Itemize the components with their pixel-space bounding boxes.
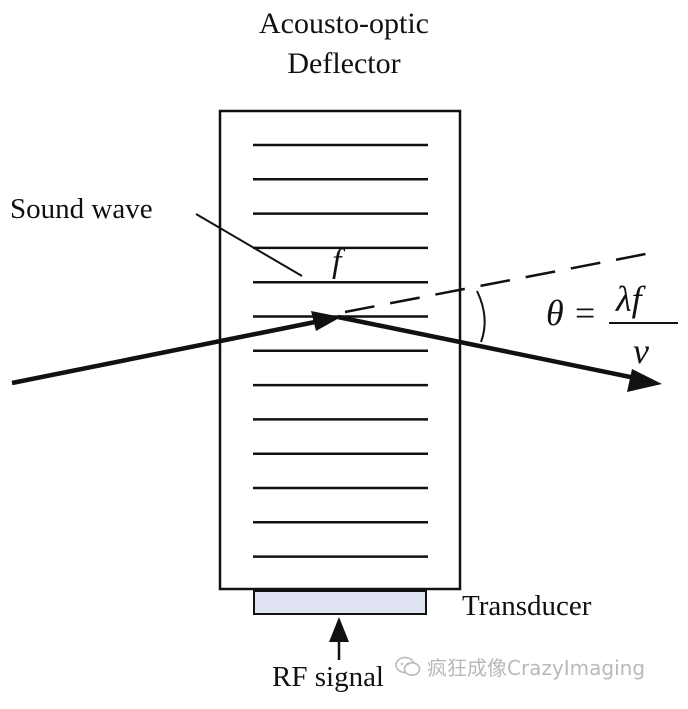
- diagram-title: Acousto-optic Deflector: [0, 4, 688, 84]
- transducer-block: [253, 590, 427, 615]
- equation-lhs: θ =: [546, 293, 597, 333]
- sound-wavefronts: [253, 143, 428, 558]
- watermark: 疯狂成像CrazyImaging: [395, 652, 645, 681]
- title-line-2: Deflector: [287, 47, 401, 80]
- deflected-beam: [337, 314, 646, 383]
- sound-wave-leader: [195, 213, 303, 277]
- incident-beam: [11, 315, 336, 386]
- watermark-text: 疯狂成像CrazyImaging: [427, 656, 646, 680]
- rf-signal-label: RF signal: [272, 661, 384, 693]
- incident-beam-arrowhead: [311, 311, 341, 331]
- deflected-beam-arrowhead: [627, 369, 662, 392]
- transducer-label: Transducer: [462, 590, 592, 622]
- equation-numerator: λf: [616, 279, 642, 319]
- undeflected-beam-dashed: [344, 250, 657, 314]
- wechat-icon: [395, 656, 421, 676]
- title-line-1: Acousto-optic: [259, 7, 429, 40]
- sound-wave-label: Sound wave: [10, 193, 153, 225]
- frequency-symbol: f: [332, 243, 342, 280]
- equation-denominator: v: [633, 331, 649, 371]
- deflector-crystal: [218, 109, 462, 591]
- deflection-angle-arc: [476, 290, 486, 343]
